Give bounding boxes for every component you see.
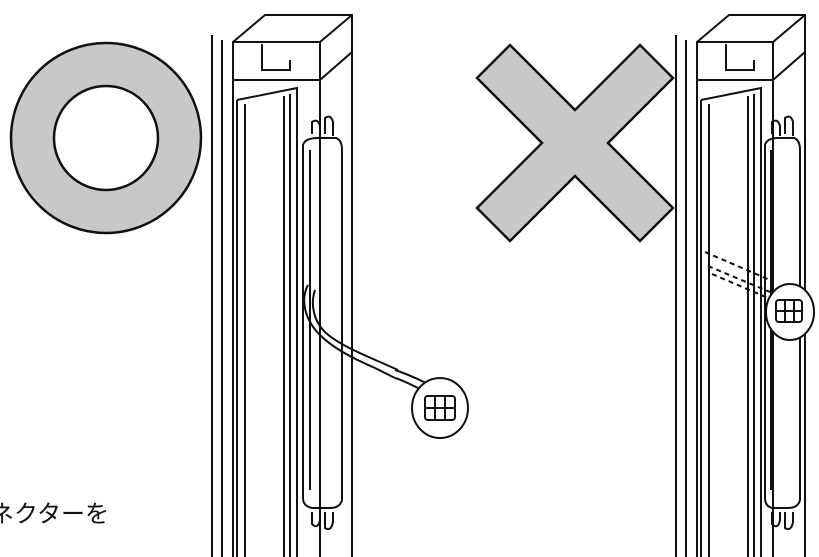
instruction-caption: ネクターを — [0, 500, 110, 528]
incorrect-cross-icon — [475, 43, 675, 243]
post-right-illustration — [675, 14, 806, 557]
post-left-illustration — [211, 14, 353, 557]
cable-connector-left — [303, 284, 469, 439]
correct-circle-icon — [9, 41, 203, 235]
cable-connector-right — [704, 251, 815, 341]
